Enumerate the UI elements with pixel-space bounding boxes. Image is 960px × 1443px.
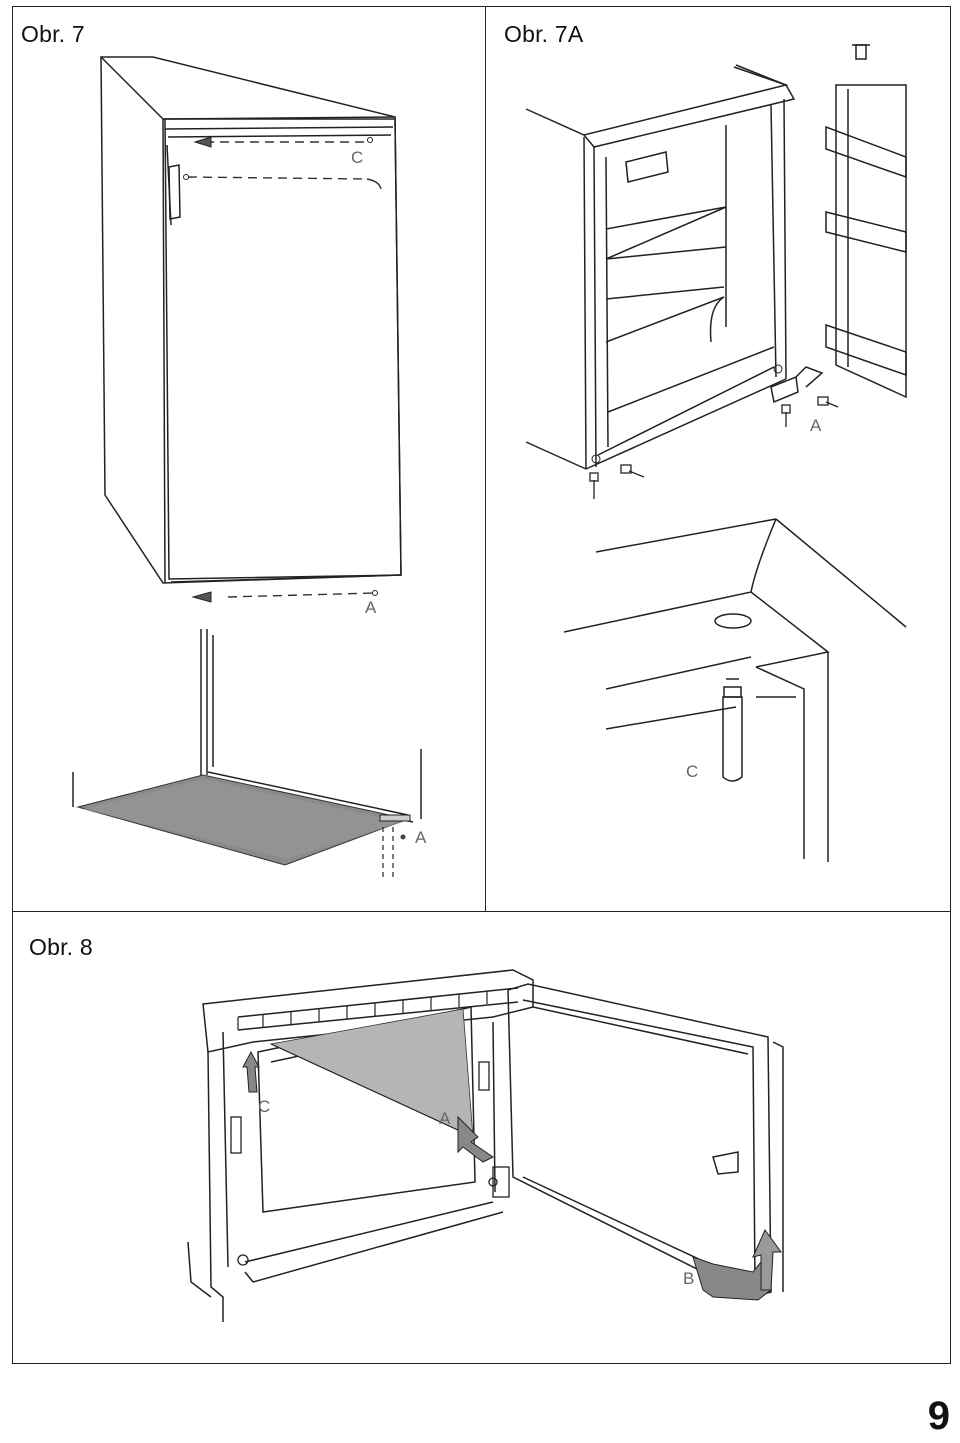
- figure-7a-title: Obr. 7A: [504, 21, 584, 47]
- figure-8-panel: Obr. 8: [12, 911, 951, 1364]
- label-a: A: [810, 416, 822, 435]
- label-a-bottom: A: [415, 828, 427, 847]
- figure-7-title: Obr. 7: [21, 21, 85, 47]
- figure-8-illustration: C A B: [187, 969, 784, 1322]
- figure-7a-panel: Obr. 7A: [485, 6, 951, 912]
- label-a: A: [439, 1109, 451, 1128]
- figure-8-title: Obr. 8: [29, 934, 93, 960]
- label-c: C: [351, 148, 363, 167]
- label-c: C: [258, 1097, 270, 1116]
- label-a-top: A: [365, 598, 377, 617]
- figure-7-illustration: C A A: [72, 56, 427, 877]
- label-b: B: [683, 1269, 694, 1288]
- label-c: C: [686, 762, 698, 781]
- page-number: 9: [927, 1394, 950, 1438]
- figure-7-panel: Obr. 7 C A: [12, 6, 486, 912]
- figure-7a-illustration: A C: [525, 44, 907, 862]
